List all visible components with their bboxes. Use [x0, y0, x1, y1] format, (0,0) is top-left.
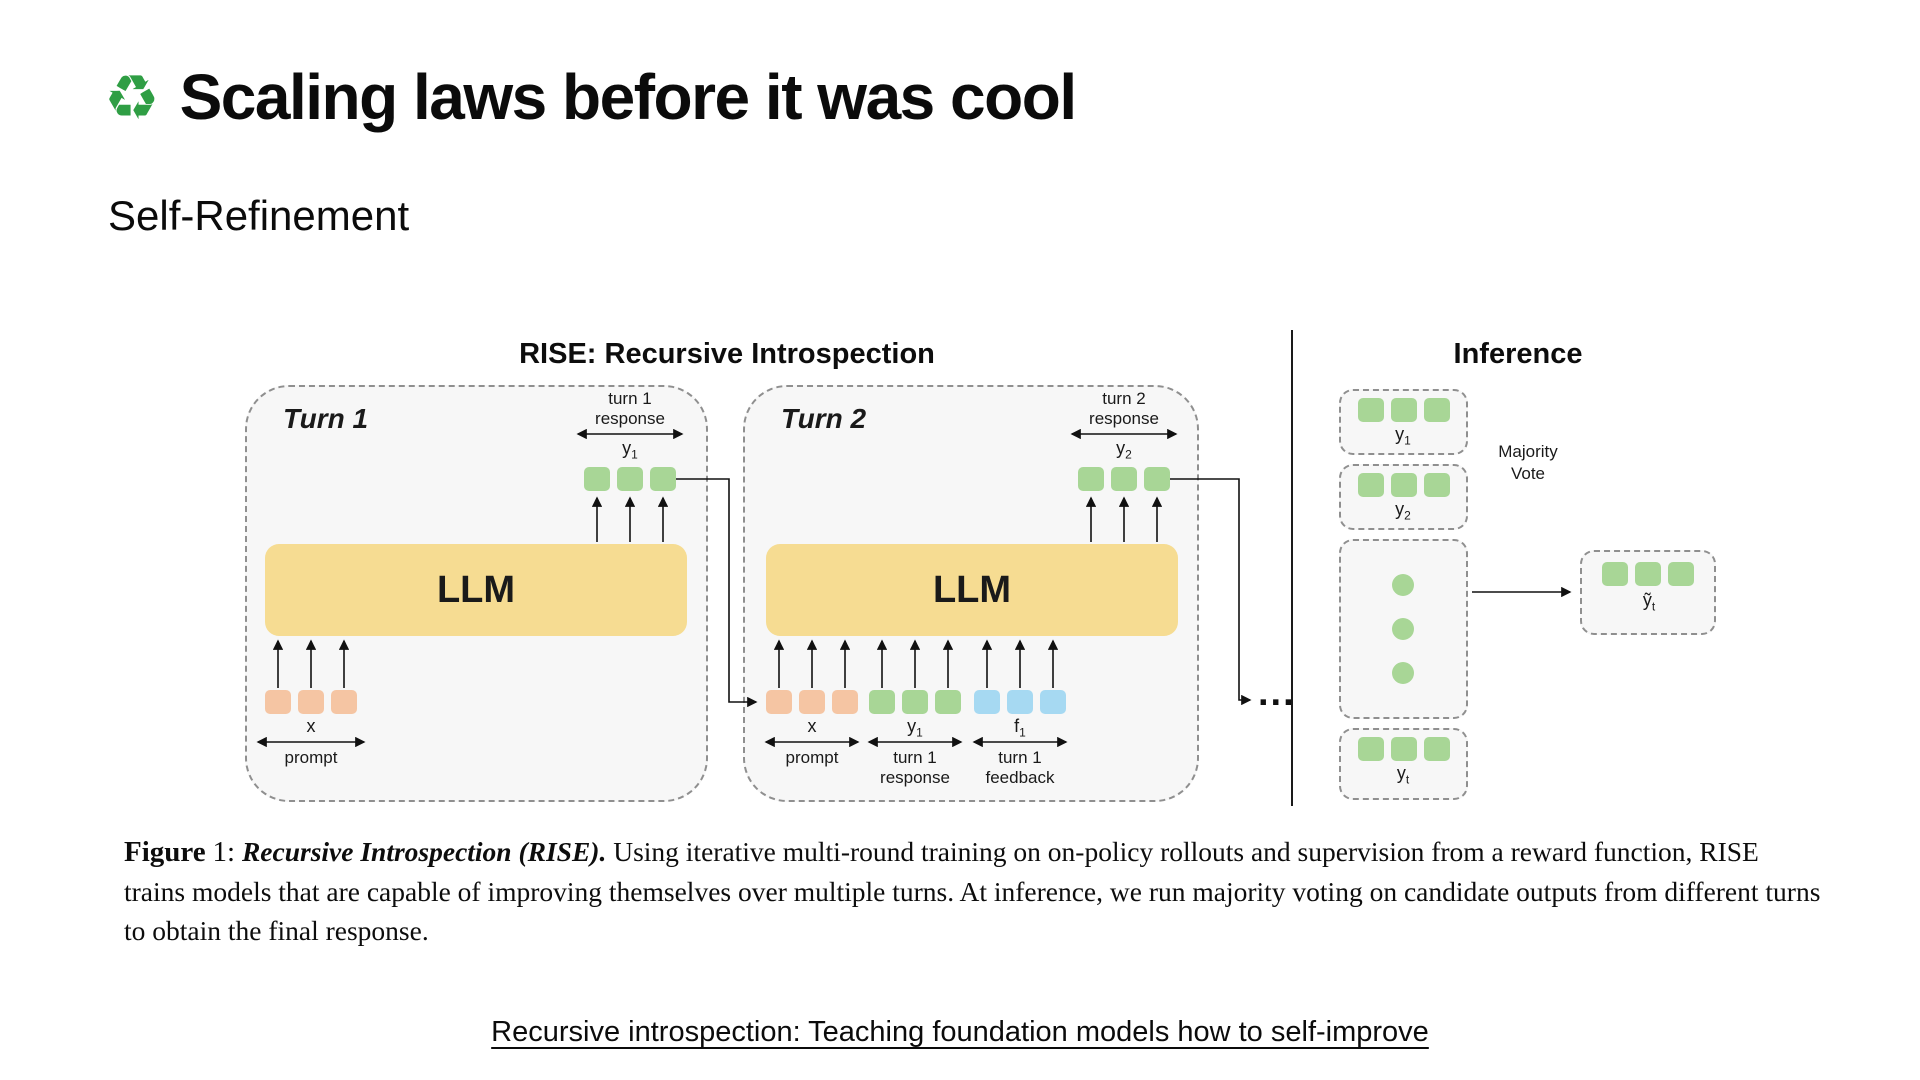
footer: Recursive introspection: Teaching founda…: [0, 1016, 1920, 1049]
turn1-input-caption: prompt: [284, 748, 338, 767]
ellipsis-dot: [1392, 618, 1414, 640]
var-sub: t: [1405, 772, 1410, 787]
turn1-response-caption-line1: turn 1: [608, 389, 652, 408]
turn1-response-caption-line2: response: [595, 409, 665, 428]
token-green: [1144, 467, 1170, 491]
token-green: [1391, 473, 1417, 497]
token-green: [617, 467, 643, 491]
token-green: [1668, 562, 1694, 586]
token-green: [1078, 467, 1104, 491]
recycle-icon: ♻: [104, 60, 160, 134]
candidate-label-y1: y1: [1395, 424, 1411, 451]
turn1-response-var: y1: [622, 438, 638, 465]
token-green: [1424, 737, 1450, 761]
token-green: [584, 467, 610, 491]
token-green: [869, 690, 895, 714]
token-green: [1358, 398, 1384, 422]
token-orange: [766, 690, 792, 714]
token-green: [1635, 562, 1661, 586]
token-green: [650, 467, 676, 491]
token-green: [1602, 562, 1628, 586]
var-base: y: [1395, 424, 1405, 444]
caption-body: Using iterative multi-round training on …: [124, 836, 1821, 946]
turn2-response-caption-line1: turn 2: [1102, 389, 1146, 408]
caption-figure-word: Figure: [124, 836, 206, 868]
var-base: x: [306, 716, 316, 736]
inference-heading: Inference: [1453, 338, 1583, 370]
llm-label: LLM: [436, 568, 516, 611]
token-orange: [298, 690, 324, 714]
var-base: ỹ: [1642, 590, 1652, 610]
llm-label: LLM: [932, 568, 1012, 611]
token-blue: [974, 690, 1000, 714]
turn2-input-caption-prompt: prompt: [785, 748, 839, 767]
var-sub: 2: [1125, 447, 1132, 462]
turn2-label: Turn 2: [781, 403, 867, 434]
caption-figure-title: Recursive Introspection (RISE).: [241, 836, 607, 867]
ellipsis-dot: [1392, 574, 1414, 596]
var-base: y: [907, 716, 917, 736]
var-base: y: [1396, 763, 1406, 783]
token-green: [1358, 737, 1384, 761]
inference-dots-box: [1339, 539, 1468, 719]
turn2-input-var-f1: f1: [1014, 716, 1026, 743]
token-green: [1391, 398, 1417, 422]
token-green: [1424, 473, 1450, 497]
candidate-label-yt: yt: [1397, 763, 1409, 790]
token-blue: [1040, 690, 1066, 714]
turn1-label: Turn 1: [283, 403, 369, 434]
var-sub: 1: [1404, 433, 1411, 448]
var-sub: 1: [1019, 725, 1026, 740]
majority-vote-label-line2: Vote: [1510, 464, 1546, 483]
paper-link[interactable]: Recursive introspection: Teaching founda…: [491, 1016, 1429, 1048]
var-sub: 1: [631, 447, 638, 462]
turn2-input-caption-response-line2: response: [880, 768, 950, 787]
candidate-label-y2: y2: [1395, 499, 1411, 526]
final-var-label: ỹt: [1643, 590, 1655, 617]
turn2-response-caption-line2: response: [1089, 409, 1159, 428]
caption-figure-number: 1:: [212, 836, 236, 868]
token-green: [935, 690, 961, 714]
turn2-input-caption-feedback-line2: feedback: [985, 768, 1055, 787]
token-orange: [799, 690, 825, 714]
token-green: [1111, 467, 1137, 491]
turn2-llm-block: LLM: [766, 544, 1178, 636]
turn2-response-var: y2: [1116, 438, 1132, 465]
var-sub: t: [1651, 599, 1656, 614]
token-blue: [1007, 690, 1033, 714]
turn1-llm-block: LLM: [265, 544, 687, 636]
var-base: y: [1116, 438, 1126, 458]
token-orange: [832, 690, 858, 714]
var-base: y: [1395, 499, 1405, 519]
ellipsis-dot: [1392, 662, 1414, 684]
token-green: [1424, 398, 1450, 422]
token-green: [1358, 473, 1384, 497]
turn2-input-caption-response-line1: turn 1: [893, 748, 937, 767]
var-base: x: [807, 716, 817, 736]
token-orange: [331, 690, 357, 714]
var-base: f: [1014, 716, 1020, 736]
continuation-ellipsis: ...: [1258, 672, 1296, 714]
turn2-input-var-y1: y1: [907, 716, 923, 743]
var-sub: 2: [1404, 508, 1411, 523]
slide-subtitle: Self-Refinement: [108, 192, 410, 239]
var-sub: 1: [916, 725, 923, 740]
section-divider: [1291, 330, 1293, 806]
majority-vote-label-line1: Majority: [1498, 442, 1558, 461]
token-green: [1391, 737, 1417, 761]
turn1-input-var: x: [307, 716, 316, 743]
turn2-input-caption-feedback-line1: turn 1: [998, 748, 1042, 767]
figure-caption: Figure 1: Recursive Introspection (RISE)…: [124, 832, 1826, 950]
token-orange: [265, 690, 291, 714]
page-title: ♻ Scaling laws before it was cool: [104, 60, 1078, 134]
turn2-input-var-x: x: [808, 716, 817, 743]
token-green: [902, 690, 928, 714]
var-base: y: [622, 438, 632, 458]
training-heading: RISE: Recursive Introspection: [519, 338, 935, 370]
slide-title-text: Scaling laws before it was cool: [179, 61, 1078, 133]
